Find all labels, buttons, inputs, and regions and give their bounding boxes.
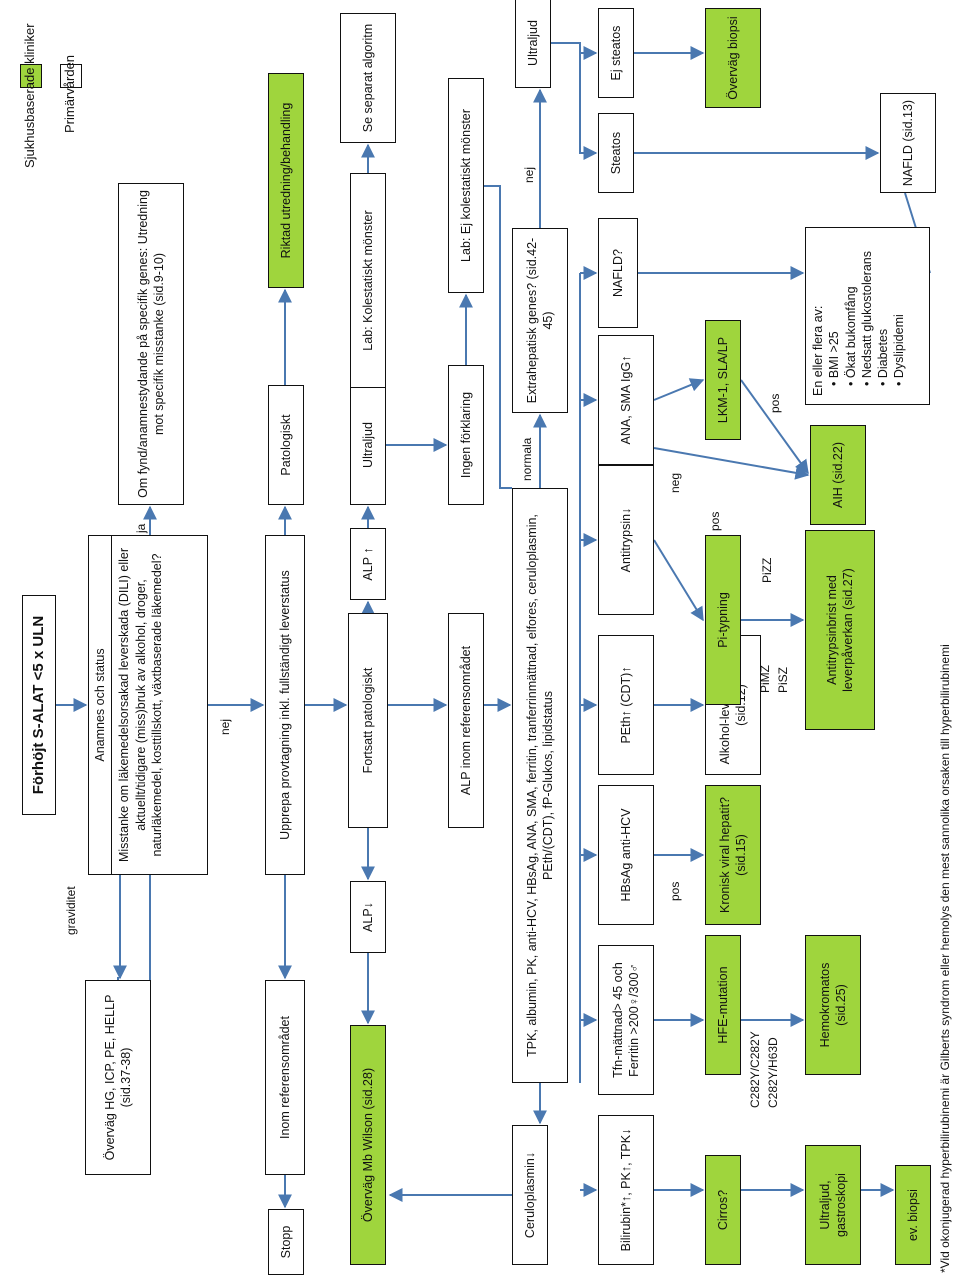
antitrypsinbrist-box: Antitrypsinbrist med leverpåverkan (sid.… bbox=[805, 530, 875, 730]
legend-primary-label: Primärvården bbox=[62, 54, 77, 133]
page-title: Förhöjt S-ALAT <5 x ULN bbox=[22, 595, 56, 815]
graviditet-box: Överväg HG, ICP, PE, HELLP (sid.37-38) bbox=[85, 980, 151, 1175]
label-normala: normala bbox=[520, 437, 534, 481]
risk-item: • Diabetes bbox=[876, 328, 890, 386]
ingen-forkl-box: Ingen förklaring bbox=[448, 365, 484, 505]
label-pimz: PiMZ bbox=[758, 665, 772, 693]
risk-item: • BMI >25 bbox=[827, 331, 842, 386]
ultraljud-1-box: Ultraljud bbox=[350, 385, 386, 505]
hbsag-box: HBsAg anti-HCV bbox=[598, 785, 654, 925]
inom-ref-box: Inom referensområdet bbox=[265, 980, 305, 1175]
label-pos-lkm: pos bbox=[768, 393, 782, 413]
connector-arrow bbox=[484, 185, 512, 489]
overvag-biopsi-box: Överväg biopsi bbox=[705, 8, 761, 108]
pi-typning-box: Pi-typning bbox=[705, 535, 741, 705]
patologiskt-box: Patologiskt bbox=[268, 385, 304, 505]
connector-arrow bbox=[117, 863, 151, 984]
anamnes-box: Anamnes och status Misstanke om läkemede… bbox=[88, 535, 208, 875]
lab-kol-box: Lab: Kolestatiskt mönster bbox=[350, 173, 386, 388]
connector-arrow bbox=[653, 539, 704, 622]
risk-item: • Ökat bukomfång bbox=[843, 286, 858, 386]
risk-box: En eller flera av: • BMI >25 • Ökat buko… bbox=[805, 227, 930, 405]
risk-item: • Nedsatt glukostolerans bbox=[859, 250, 874, 386]
alp-down-box: ALP↓ bbox=[350, 881, 386, 953]
wilson-box: Överväg Mb Wilson (sid.28) bbox=[350, 1025, 386, 1265]
label-ja: ja bbox=[134, 523, 148, 533]
tpk-panel-box: TPK, albumin, PK, anti-HCV, HBsAg, ANA, … bbox=[512, 488, 568, 1083]
connector-arrow bbox=[653, 447, 810, 480]
extrahepatisk-box: Extrahepatisk genes? (sid.42-45) bbox=[512, 228, 568, 413]
ceruloplasmin-box: Ceruloplasmin↓ bbox=[512, 1125, 548, 1265]
label-nej-2: nej bbox=[522, 166, 536, 183]
nafld-ref-box: NAFLD (sid.13) bbox=[880, 93, 936, 193]
se-separat-box: Se separat algoritm bbox=[340, 13, 396, 143]
ultraljud-2-box: Ultraljud bbox=[515, 0, 551, 88]
connector-arrow bbox=[740, 379, 809, 475]
riktad-box: Riktad utredning/behandling bbox=[268, 73, 304, 288]
alp-inom-box: ALP inom referensområdet bbox=[448, 613, 484, 828]
label-pos-hbsag: pos bbox=[668, 881, 682, 901]
aih-box: AIH (sid.22) bbox=[810, 425, 866, 525]
label-neg: neg bbox=[668, 472, 682, 493]
specifik-box: Om fynd/anamnestydande på specifik genes… bbox=[118, 183, 184, 505]
ana-sma-box: ANA, SMA IgG↑ bbox=[598, 335, 654, 465]
ultraljud-gastro-box: Ultraljud, gastroskopi bbox=[805, 1145, 861, 1265]
connector-arrow bbox=[653, 378, 705, 401]
label-graviditet: graviditet bbox=[64, 886, 78, 935]
antitrypsin-box: Antitrypsin↓ bbox=[598, 465, 654, 615]
hfe-box: HFE-mutation bbox=[705, 935, 741, 1075]
risk-item: • Dyslipidemi bbox=[892, 314, 907, 386]
connector-arrow bbox=[579, 43, 598, 160]
label-pisz: PiSZ bbox=[776, 666, 790, 693]
fortsatt-box: Fortsatt patologiskt bbox=[348, 613, 388, 828]
label-nej: nej bbox=[218, 718, 232, 735]
stopp-box: Stopp bbox=[268, 1209, 304, 1275]
connector-arrow bbox=[551, 42, 598, 60]
lab-ej-kol-box: Lab: Ej kolestatiskt mönster bbox=[448, 78, 484, 293]
ej-steatos-box: Ej steatos bbox=[598, 8, 634, 98]
nafld-q-box: NAFLD? bbox=[598, 218, 638, 328]
tfn-box: Tfn-mättnad> 45 och Ferritin >200♀/300♂ bbox=[598, 945, 654, 1095]
footnote: *Vid okonjugerad hyperbilirubinemi är Gi… bbox=[938, 644, 952, 1273]
label-c282y-1: C282Y/C282Y bbox=[748, 1031, 762, 1108]
bilirubin-box: Bilirubin*↑, PK↑, TPK↓ bbox=[598, 1115, 654, 1265]
label-c282y-2: C282Y/H63D bbox=[766, 1037, 780, 1108]
label-pos-pi: pos bbox=[708, 511, 722, 531]
legend-hospital-label: Sjukhusbaserade kliniker bbox=[22, 23, 37, 168]
steatos-box: Steatos bbox=[598, 113, 634, 193]
ev-biopsi-box: ev. biopsi bbox=[895, 1165, 931, 1265]
anamnes-body: Misstanke om läkemedelsorsakad leverskad… bbox=[117, 548, 164, 863]
alp-up-box: ALP ↑ bbox=[350, 528, 386, 600]
label-pizz: PiZZ bbox=[760, 557, 774, 583]
kronisk-box: Kronisk viral hepatit? (sid.15) bbox=[705, 785, 761, 925]
anamnes-title: Anamnes och status bbox=[89, 536, 113, 874]
upprepa-box: Upprepa provtagning inkl. fullständigt l… bbox=[265, 535, 305, 875]
risk-intro: En eller flera av: bbox=[811, 305, 825, 396]
cirros-box: Cirros? bbox=[705, 1155, 741, 1265]
peth-box: PEth↑ (CDT)↑ bbox=[598, 635, 654, 775]
hemokromatos-box: Hemokromatos (sid.25) bbox=[805, 935, 861, 1075]
lkm-box: LKM-1, SLA/LP bbox=[705, 320, 741, 440]
